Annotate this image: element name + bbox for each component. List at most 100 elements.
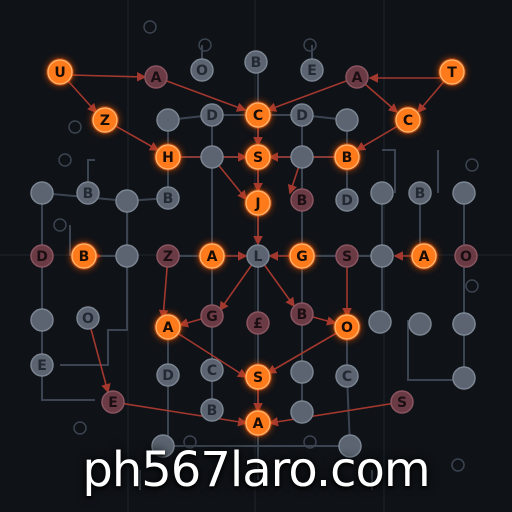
node-blank-grey bbox=[30, 308, 54, 332]
node-circle bbox=[452, 312, 476, 336]
node-label: J bbox=[254, 196, 260, 212]
node-t-orange: T bbox=[438, 58, 466, 86]
node-x-maroon: £ bbox=[246, 311, 270, 335]
node-blank-grey bbox=[30, 181, 54, 205]
node-circle bbox=[156, 363, 180, 387]
node-label: O bbox=[196, 63, 208, 79]
node-label: D bbox=[296, 108, 308, 124]
node-circle bbox=[408, 312, 432, 336]
node-circle bbox=[92, 107, 118, 133]
node-circle bbox=[246, 311, 270, 335]
node-d-maroon: D bbox=[30, 244, 54, 268]
node-circle bbox=[155, 144, 181, 170]
node-circle bbox=[245, 410, 271, 436]
node-circle bbox=[300, 58, 324, 82]
node-circle bbox=[30, 308, 54, 332]
node-blank-grey bbox=[370, 181, 394, 205]
node-blank-grey bbox=[452, 366, 476, 390]
node-circle bbox=[289, 243, 315, 269]
node-d-grey: D bbox=[290, 103, 314, 127]
node-circle bbox=[76, 306, 100, 330]
node-circle bbox=[156, 244, 180, 268]
arrow bbox=[155, 76, 247, 112]
node-label: U bbox=[54, 65, 65, 81]
node-e-grey: E bbox=[300, 58, 324, 82]
node-circle bbox=[290, 145, 314, 169]
node-o-grey: O bbox=[76, 306, 100, 330]
wire bbox=[382, 149, 396, 193]
node-label: A bbox=[419, 249, 430, 265]
node-circle bbox=[200, 304, 224, 328]
node-circle bbox=[190, 58, 214, 82]
node-circle bbox=[115, 244, 139, 268]
node-blank-grey bbox=[115, 244, 139, 268]
node-label: B bbox=[207, 403, 218, 419]
node-circle bbox=[115, 189, 139, 213]
arrow bbox=[268, 401, 403, 427]
connector-ring bbox=[198, 38, 212, 52]
node-g-orange: G bbox=[288, 242, 316, 270]
node-d-grey: D bbox=[335, 188, 359, 212]
node-circle bbox=[290, 360, 314, 384]
node-circle bbox=[30, 181, 54, 205]
node-b-grey: B bbox=[156, 186, 180, 210]
node-a-orange: A bbox=[410, 242, 438, 270]
node-label: S bbox=[397, 395, 407, 411]
node-g-maroon: G bbox=[200, 304, 224, 328]
node-j-orange: J bbox=[244, 189, 272, 217]
node-circle bbox=[290, 188, 314, 212]
node-circle bbox=[200, 145, 224, 169]
node-blank-grey bbox=[290, 360, 314, 384]
connector-ring bbox=[465, 279, 479, 293]
node-b-maroon: B bbox=[290, 302, 314, 326]
arrow bbox=[167, 326, 248, 378]
node-label: B bbox=[342, 150, 353, 166]
node-a-orange: A bbox=[244, 409, 272, 437]
node-circle bbox=[335, 244, 359, 268]
node-label: B bbox=[297, 307, 308, 323]
node-c-orange: C bbox=[244, 101, 272, 129]
node-blank-grey bbox=[368, 310, 392, 334]
node-blank-grey bbox=[335, 108, 359, 132]
node-label: B bbox=[251, 55, 262, 71]
node-label: E bbox=[307, 63, 317, 79]
node-circle bbox=[71, 243, 97, 269]
node-b-grey: B bbox=[200, 398, 224, 422]
node-label: D bbox=[162, 368, 174, 384]
node-blank-grey bbox=[200, 145, 224, 169]
node-label: H bbox=[162, 150, 174, 166]
node-label: B bbox=[163, 191, 174, 207]
node-blank-grey bbox=[452, 312, 476, 336]
node-c-grey: C bbox=[335, 364, 359, 388]
node-b-grey: B bbox=[244, 50, 268, 74]
node-circle bbox=[144, 65, 168, 89]
node-label: E bbox=[37, 358, 47, 374]
node-circle bbox=[439, 59, 465, 85]
node-circle bbox=[390, 390, 414, 414]
node-circle bbox=[368, 310, 392, 334]
node-label: C bbox=[207, 363, 217, 379]
arrow bbox=[87, 317, 111, 394]
node-circle bbox=[290, 400, 314, 424]
node-label: S bbox=[342, 249, 352, 265]
node-circle bbox=[156, 186, 180, 210]
node-a-maroon: A bbox=[345, 65, 369, 89]
node-circle bbox=[338, 434, 362, 458]
node-u-orange: U bbox=[46, 58, 74, 86]
node-blank-grey bbox=[290, 145, 314, 169]
node-label: E bbox=[108, 395, 118, 411]
node-circle bbox=[290, 103, 314, 127]
node-l-grey: L bbox=[246, 244, 270, 268]
node-blank-grey bbox=[408, 312, 432, 336]
node-circle bbox=[30, 244, 54, 268]
wire bbox=[407, 320, 464, 381]
node-b-maroon: B bbox=[290, 188, 314, 212]
arrow bbox=[266, 76, 358, 112]
node-circle bbox=[334, 144, 360, 170]
node-circle bbox=[335, 188, 359, 212]
wire bbox=[41, 320, 95, 401]
node-label: T bbox=[447, 65, 457, 81]
node-circle bbox=[47, 59, 73, 85]
node-circle bbox=[200, 398, 224, 422]
